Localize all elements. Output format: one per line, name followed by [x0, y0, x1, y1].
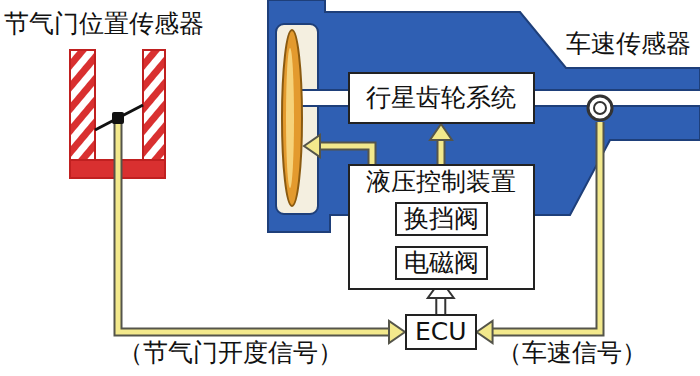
- process-box: 行星齿轮系统: [348, 72, 535, 124]
- speed-sensor: 车速传感器: [566, 28, 696, 122]
- node-text: ECU: [415, 316, 467, 348]
- arrow-body: [439, 137, 444, 164]
- node-text: 电磁阀: [404, 248, 479, 278]
- signal-label: （节气门开度信号）: [116, 338, 345, 368]
- converter-highlight: [286, 48, 294, 188]
- torque-converter: [282, 30, 302, 206]
- signal-arrow: [430, 124, 452, 164]
- arrowhead: [430, 124, 452, 140]
- speed-sensor-core: [594, 102, 606, 114]
- arrowhead: [389, 321, 405, 343]
- node-text: 行星齿轮系统: [360, 74, 523, 122]
- signal-wire-outline: [114, 118, 123, 180]
- signal-wire: [116, 118, 121, 180]
- node-text: 节气门位置传感器: [4, 8, 228, 40]
- oil-arrow-outline: [318, 146, 372, 164]
- oil-arrowhead: [304, 135, 320, 157]
- control-box: 液压控制装置换挡阀电磁阀: [348, 164, 535, 290]
- throttle-plate: [95, 105, 143, 130]
- sensor-post: [70, 50, 95, 178]
- converter-bowl: [276, 24, 318, 214]
- valve-box: 电磁阀: [395, 246, 488, 280]
- oil-arrow: [318, 146, 372, 164]
- node-text: 液压控制装置: [350, 166, 533, 198]
- sensor-post: [143, 50, 165, 178]
- arrowhead: [477, 321, 493, 343]
- speed-sensor-ring: [588, 96, 612, 120]
- valve-box: 换挡阀: [395, 202, 488, 236]
- throttle-sensor: 节气门位置传感器: [4, 8, 228, 180]
- sensor-pivot: [112, 112, 124, 124]
- ecu-box: ECU: [405, 314, 477, 350]
- node-text: 车速传感器: [566, 28, 696, 60]
- node-text: 换挡阀: [404, 204, 479, 234]
- arrow-outline: [437, 137, 446, 164]
- signal-label: （车速信号）: [495, 338, 649, 368]
